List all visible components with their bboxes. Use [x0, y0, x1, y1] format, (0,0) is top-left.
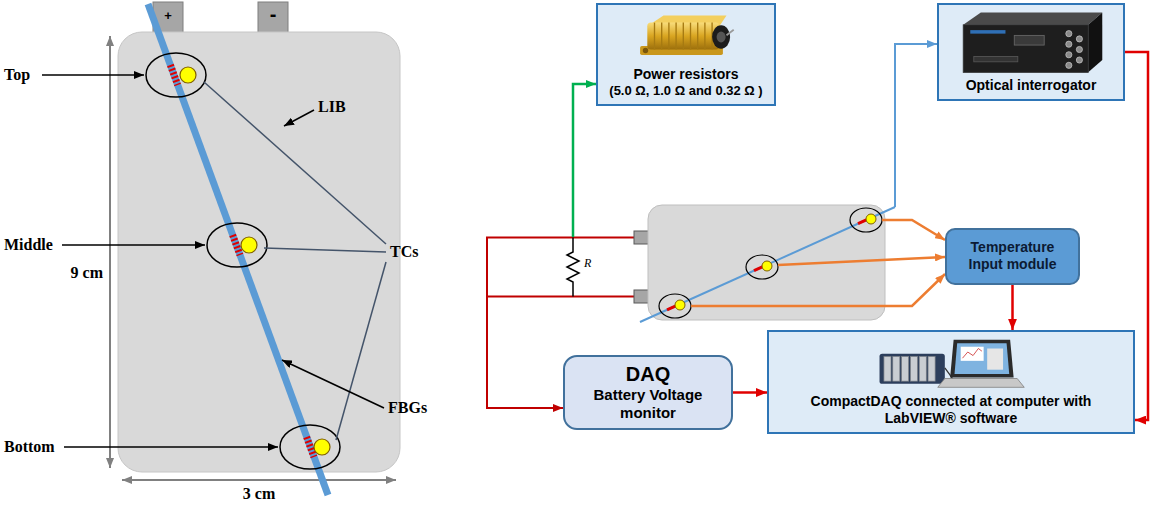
daq-box: DAQBattery Voltage monitor: [563, 355, 733, 430]
dimension-line: [122, 479, 396, 481]
dimension-label: 3 cm: [243, 485, 275, 503]
signal-arrow: [1011, 285, 1014, 330]
thermocouple-rings: [659, 208, 882, 318]
module-box: Temperature Input module: [945, 228, 1080, 285]
resistor-link-arrow: [573, 84, 596, 237]
equipment-box: CompactDAQ connected at computer with La…: [767, 330, 1135, 434]
part-label: FBGs: [388, 399, 427, 417]
thermocouple-dots: [180, 67, 330, 455]
part-label: LIB: [318, 98, 346, 116]
equipment-box: Power resistors(5.0 Ω, 1.0 Ω and 0.32 Ω …: [596, 3, 776, 106]
fiber-to-interrogator: [895, 44, 937, 207]
fbg-marks: [667, 219, 868, 310]
box-title: CompactDAQ connected at computer with La…: [777, 393, 1125, 427]
thermocouple-wires: [691, 220, 945, 306]
resistor-symbol: [567, 238, 579, 297]
device-photo: [956, 9, 1106, 75]
box-title: Temperature Input module: [955, 239, 1070, 273]
box-title: Power resistors: [606, 66, 766, 83]
dimension-line: [109, 36, 111, 468]
device-photo: [636, 10, 736, 64]
box-text: (5.0 Ω, 1.0 Ω and 0.32 Ω ): [606, 83, 766, 99]
thermocouple-rings: [146, 53, 340, 469]
battery-body: [118, 32, 400, 472]
signal-arrow: [733, 391, 767, 394]
terminal-sign: -: [270, 3, 277, 26]
battery-large: [118, 2, 400, 472]
dimension-label: 9 cm: [71, 264, 103, 282]
position-label: Top: [4, 66, 30, 84]
terminal-sign: +: [164, 9, 172, 24]
pointer-arrows: [42, 75, 384, 447]
equipment-box: Optical interrogator: [937, 3, 1125, 101]
box-text: Battery Voltage monitor: [573, 386, 723, 422]
resistor-label: R: [584, 257, 591, 271]
device-photo: [876, 336, 1026, 391]
tc-leader-lines: [204, 82, 386, 440]
fbg-marks: [170, 65, 314, 457]
part-label: TCs: [390, 243, 418, 261]
position-label: Bottom: [4, 438, 55, 456]
box-title: DAQ: [573, 362, 723, 386]
position-label: Middle: [4, 236, 53, 254]
box-title: Optical interrogator: [947, 77, 1115, 94]
